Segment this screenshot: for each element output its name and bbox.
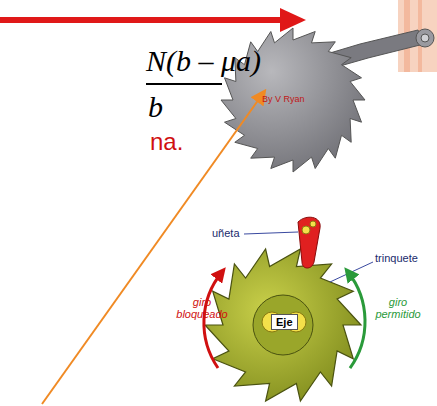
blocked-rotation-arrow xyxy=(204,272,222,368)
crank-knob xyxy=(421,34,429,42)
pawl xyxy=(298,217,320,268)
allowed-rotation-arrow xyxy=(348,272,365,368)
ratchet-gear xyxy=(205,249,361,401)
rotation-label: giro bloqueado xyxy=(176,296,228,320)
formula-denominator: b xyxy=(148,90,163,124)
crank-knob xyxy=(416,29,434,47)
part-label: uñeta xyxy=(212,227,240,239)
gear-hub xyxy=(253,295,313,355)
rotation-label: giro permitido xyxy=(372,296,424,320)
red-arrow xyxy=(0,17,284,23)
node-text: Eje xyxy=(276,316,293,328)
part-label: trinquete xyxy=(375,252,418,264)
pawl-pivot xyxy=(302,226,310,234)
formula-numerator: N(b – μa) xyxy=(146,44,261,78)
note-text: na. xyxy=(150,128,183,156)
axle-label-box: Eje xyxy=(271,314,298,330)
pawl-pivot xyxy=(310,221,316,227)
leader-line xyxy=(244,232,298,234)
watermark: By V Ryan xyxy=(262,94,305,104)
fraction-bar xyxy=(146,83,222,85)
